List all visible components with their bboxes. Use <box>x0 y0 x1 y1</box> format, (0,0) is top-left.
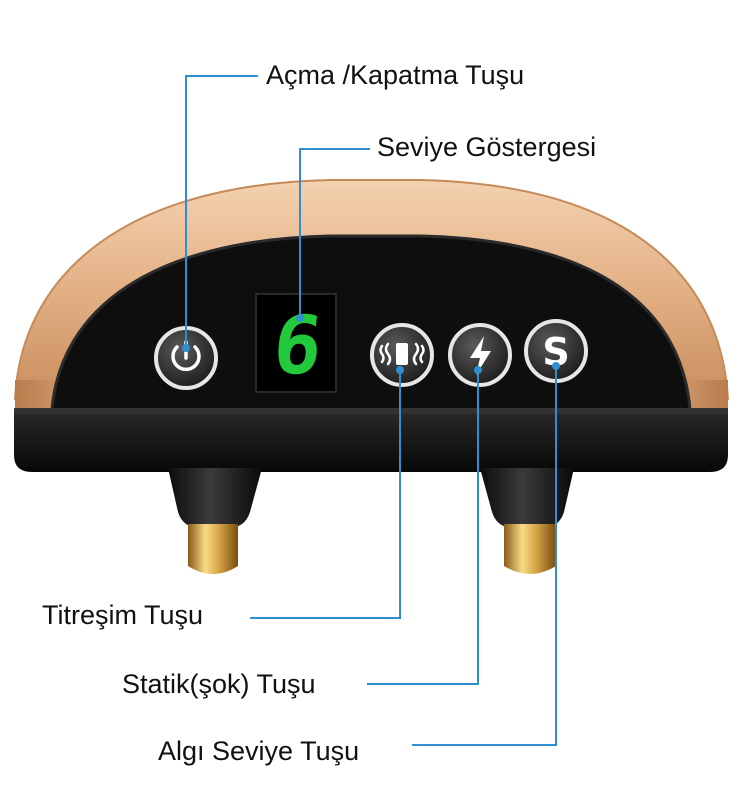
right-prong <box>480 468 574 574</box>
lightning-icon <box>470 336 491 375</box>
level-indicator-label: Seviye Göstergesi <box>377 132 597 162</box>
static-button-label: Statik(şok) Tuşu <box>122 669 316 699</box>
leader-static <box>367 370 479 685</box>
static-button[interactable] <box>448 323 512 387</box>
vibrate-button-label: Titreşim Tuşu <box>42 600 204 630</box>
power-button-label: Açma /Kapatma Tuşu <box>266 60 525 90</box>
left-prong <box>168 468 262 574</box>
leader-power <box>185 75 258 348</box>
sense-button-label: Algı Seviye Tuşu <box>158 736 360 766</box>
level-display: 6 <box>255 293 337 393</box>
device-body <box>14 179 729 472</box>
vibrate-button[interactable] <box>370 323 434 387</box>
vibration-icon <box>379 342 425 366</box>
leader-sense <box>412 366 557 746</box>
leader-vibrate <box>250 370 401 619</box>
power-button[interactable] <box>154 326 218 390</box>
leader-lines <box>185 75 557 746</box>
leader-level <box>299 148 370 318</box>
level-digit: 6 <box>269 299 327 392</box>
device-base <box>14 408 728 472</box>
leader-dots <box>182 314 560 374</box>
